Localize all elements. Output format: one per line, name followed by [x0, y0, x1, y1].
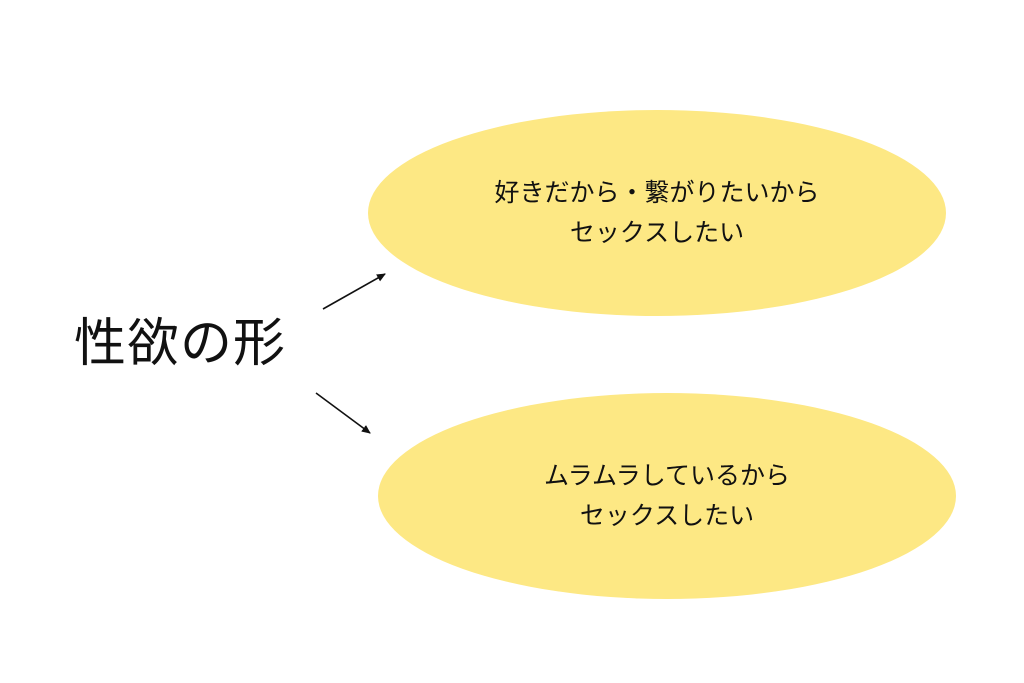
root-label: 性欲の形 — [74, 314, 287, 374]
node-ellipse-bottom: ムラムラしているから セックスしたい — [378, 393, 956, 599]
node-text-bottom: ムラムラしているから セックスしたい — [544, 456, 790, 536]
node-text-top: 好きだから・繋がりたいから セックスしたい — [494, 173, 819, 253]
node-ellipse-top: 好きだから・繋がりたいから セックスしたい — [368, 110, 946, 316]
arrow-to-bottom-node — [315, 392, 371, 434]
node-bottom-line1: ムラムラしているから — [543, 461, 790, 490]
arrow-to-top-node — [322, 273, 386, 310]
node-top-line2: セックスしたい — [569, 218, 745, 247]
node-bottom-line2: セックスしたい — [579, 501, 755, 530]
node-top-line1: 好きだから・繋がりたいから — [494, 178, 820, 207]
